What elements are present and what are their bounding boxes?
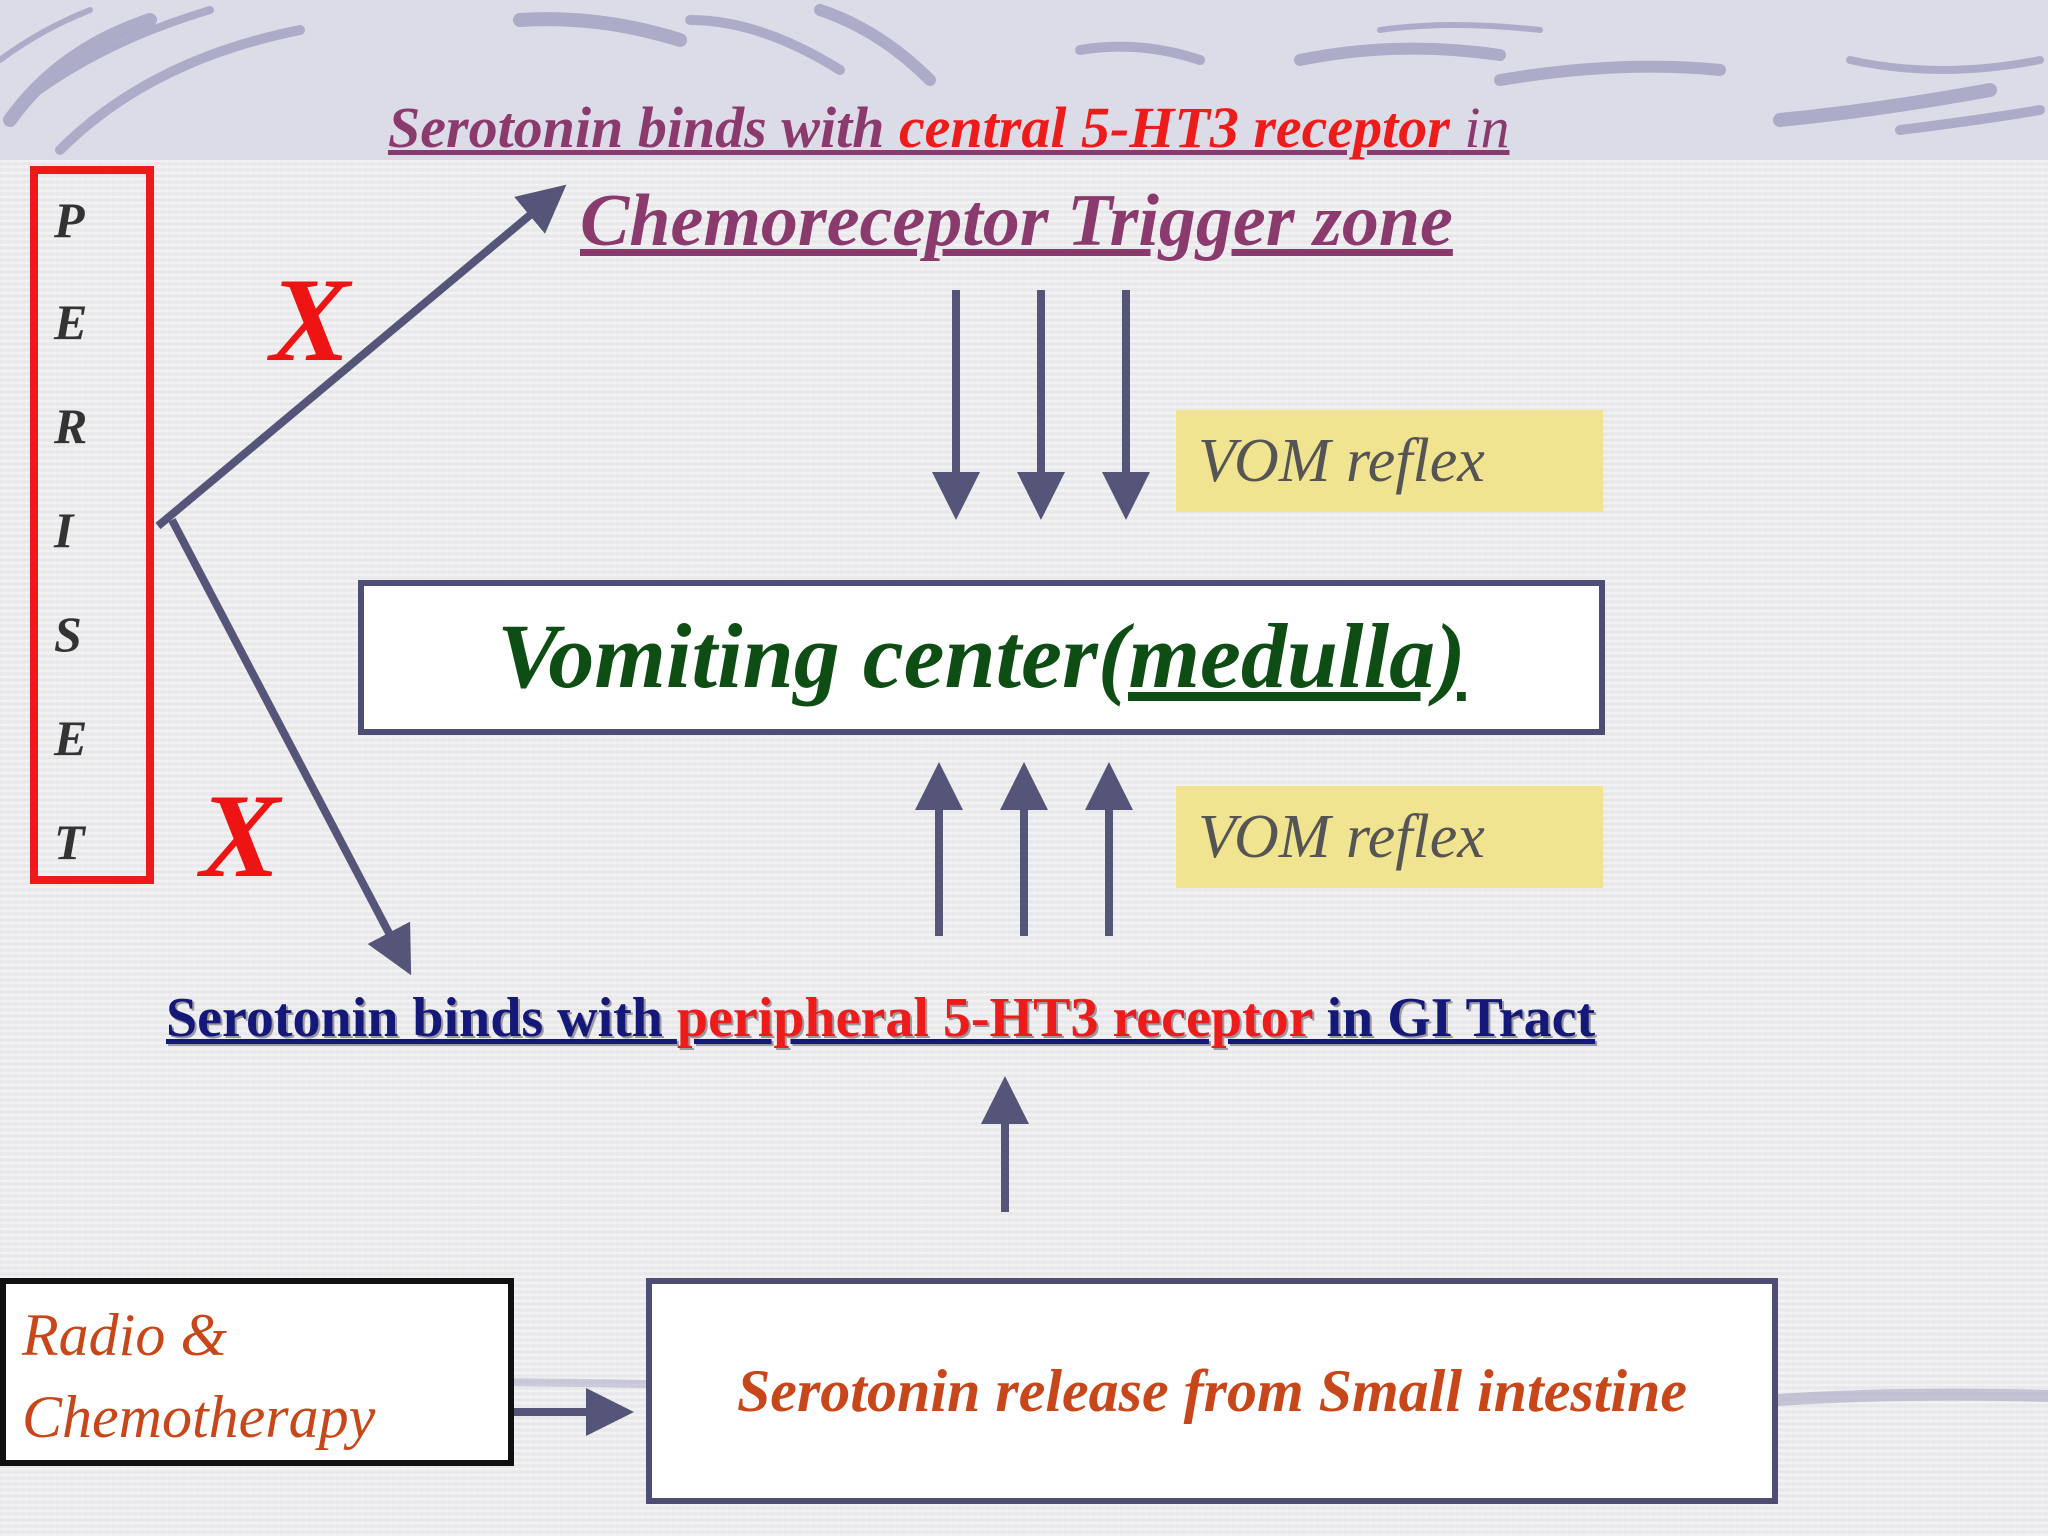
title-part-1: Serotonin binds with — [388, 95, 899, 160]
periset-letter: T — [54, 814, 85, 870]
periset-letter: R — [54, 398, 88, 454]
title-line-1: Serotonin binds with central 5-HT3 recep… — [388, 92, 1509, 164]
periset-letter: I — [54, 502, 74, 558]
periset-letter: E — [54, 710, 88, 766]
vom-reflex-tag-bottom: VOM reflex — [1176, 786, 1603, 888]
medulla-label: (medulla) — [1097, 605, 1466, 707]
header-band — [0, 0, 2048, 160]
vom-reflex-tag-top: VOM reflex — [1176, 410, 1603, 512]
title-line-2: Chemoreceptor Trigger zone — [580, 180, 1453, 262]
periset-box — [30, 166, 154, 884]
arrow-to-ctz — [155, 184, 567, 530]
radio-line-2: Chemotherapy — [22, 1384, 376, 1450]
radio-line-1: Radio & — [22, 1302, 227, 1368]
radio-chemotherapy-box: Radio & Chemotherapy — [0, 1278, 514, 1466]
peripheral-part-2: peripheral 5-HT3 receptor — [676, 987, 1313, 1049]
periset-letter: S — [54, 606, 82, 662]
title-part-2: central 5-HT3 receptor — [898, 95, 1450, 160]
vomiting-center-box: Vomiting center(medulla) — [358, 580, 1605, 735]
periset-letter: P — [54, 192, 85, 248]
arrow-to-gi-tract — [168, 518, 412, 976]
block-mark-central: X — [270, 253, 351, 386]
periset-letter: E — [54, 294, 88, 350]
serotonin-release-box: Serotonin release from Small intestine — [646, 1278, 1778, 1504]
peripheral-part-3: in GI Tract — [1312, 987, 1596, 1049]
peripheral-receptor-line: Serotonin binds with peripheral 5-HT3 re… — [166, 980, 1595, 1056]
peripheral-part-1: Serotonin binds with — [166, 987, 677, 1049]
title-part-3: in — [1449, 95, 1510, 160]
vomiting-center-label: Vomiting center — [497, 605, 1098, 707]
block-mark-peripheral: X — [200, 769, 281, 902]
